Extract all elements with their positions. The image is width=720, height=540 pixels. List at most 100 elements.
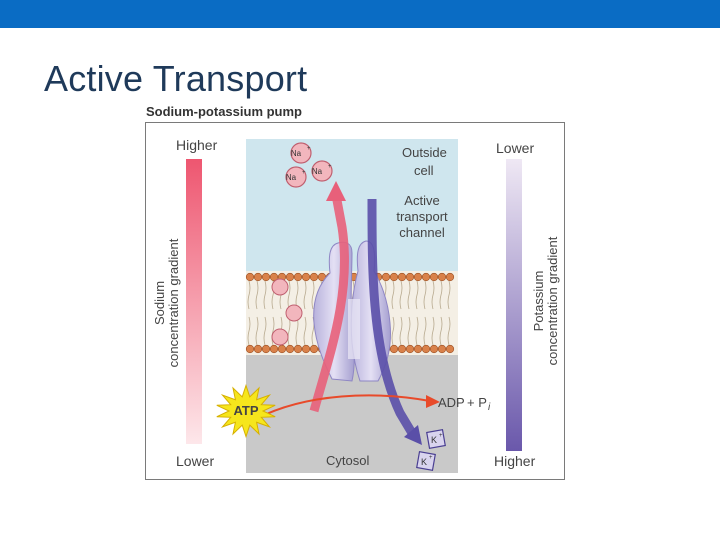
lipid-head xyxy=(245,272,255,282)
lipid-tail xyxy=(415,316,419,346)
lipid-head xyxy=(389,344,399,354)
lipid-head xyxy=(269,272,279,282)
lipid-head xyxy=(245,344,255,354)
sodium-ion: Na + xyxy=(290,142,312,164)
potassium-label-line2: concentration gradient xyxy=(545,236,560,365)
lipid-tail xyxy=(255,316,259,346)
sodium-scale-top: Higher xyxy=(176,137,218,153)
lipid-tail xyxy=(287,316,291,346)
lipid-tail xyxy=(295,316,299,346)
atp-label: ATP xyxy=(233,403,258,418)
lipid-head xyxy=(405,344,415,354)
channel-label-line3: channel xyxy=(399,225,445,240)
sodium-flow-arrow xyxy=(309,194,349,413)
lipid-tail xyxy=(271,316,275,346)
lipid-tail xyxy=(423,316,427,346)
lipid-tail xyxy=(423,280,427,310)
lipid-head xyxy=(261,272,271,282)
potassium-ion: K + xyxy=(426,429,446,449)
sodium-ion xyxy=(271,278,289,296)
lipid-tail xyxy=(303,316,307,346)
phosphate-subscript: i xyxy=(488,402,491,413)
lipid-tail xyxy=(399,316,403,346)
potassium-scale-top: Lower xyxy=(496,140,534,156)
sodium-ion-symbol: Na xyxy=(286,173,297,182)
figure-caption: Sodium-potassium pump xyxy=(146,104,302,119)
lipid-tail xyxy=(247,280,251,310)
sodium-potassium-pump-figure: Higher Lower Sodium concentration gradie… xyxy=(145,122,565,480)
lipid-tail xyxy=(431,280,435,310)
sodium-ion-charge: + xyxy=(302,170,306,176)
potassium-ion-symbol: K xyxy=(421,457,427,467)
sodium-ion: Na + xyxy=(285,166,307,188)
sodium-scale-bottom: Lower xyxy=(176,453,214,469)
lipid-head xyxy=(421,272,431,282)
lipid-head xyxy=(285,344,295,354)
lipid-tail xyxy=(391,280,395,310)
potassium-ion: K + xyxy=(416,451,436,471)
lipid-tail xyxy=(439,280,443,310)
lipid-head xyxy=(437,272,447,282)
sodium-arrow-head xyxy=(326,181,346,201)
atp-hydrolysis-arrow xyxy=(255,394,431,420)
lipid-tail xyxy=(447,280,451,310)
potassium-flow-arrow xyxy=(367,198,416,436)
top-accent-bar xyxy=(0,0,720,28)
lipid-tail xyxy=(311,280,315,310)
lipid-head xyxy=(413,272,423,282)
lipid-head xyxy=(293,272,303,282)
lipid-tail xyxy=(263,280,267,310)
outside-cell-label-line1: Outside xyxy=(402,145,447,160)
lipid-tail xyxy=(263,316,267,346)
outside-cell-label-line2: cell xyxy=(414,163,434,178)
lipid-head xyxy=(389,272,399,282)
sodium-gradient-label: Sodium concentration gradient xyxy=(152,238,181,367)
cytosol-label: Cytosol xyxy=(326,453,369,468)
potassium-gradient-label: Potassium concentration gradient xyxy=(531,236,560,365)
potassium-ion-symbol: K xyxy=(431,435,437,445)
lipid-head xyxy=(269,344,279,354)
lipid-head xyxy=(397,344,407,354)
lipid-tail xyxy=(407,316,411,346)
atp-starburst xyxy=(216,383,276,439)
lipid-tail xyxy=(407,280,411,310)
sodium-ion-charge: + xyxy=(328,164,332,170)
channel-label-line1: Active xyxy=(404,193,439,208)
lipid-head xyxy=(309,272,319,282)
sodium-ion xyxy=(271,328,289,346)
lipid-head xyxy=(285,272,295,282)
lipid-tail xyxy=(255,280,259,310)
lipid-head xyxy=(277,344,287,354)
lipid-tail xyxy=(391,316,395,346)
lipid-head xyxy=(309,344,319,354)
lipid-head xyxy=(381,272,391,282)
potassium-arrow-head xyxy=(404,425,422,445)
lipid-tail xyxy=(439,316,443,346)
lipid-head xyxy=(397,272,407,282)
lipid-head xyxy=(413,344,423,354)
lipid-tail xyxy=(399,280,403,310)
lipid-head xyxy=(301,344,311,354)
potassium-gradient-bar xyxy=(506,159,522,451)
lipid-tail xyxy=(447,316,451,346)
lipid-head xyxy=(429,272,439,282)
potassium-ion-charge: + xyxy=(439,433,443,439)
sodium-label-line1: Sodium xyxy=(152,281,167,325)
sodium-ion-charge: + xyxy=(307,146,311,152)
lipid-head xyxy=(253,344,263,354)
sodium-ion-symbol: Na xyxy=(312,167,323,176)
sodium-ion: Na + xyxy=(311,160,333,182)
potassium-label-line1: Potassium xyxy=(531,271,546,332)
lipid-head xyxy=(405,272,415,282)
adp-label: ADP xyxy=(438,395,465,410)
lipid-head xyxy=(445,344,455,354)
sodium-label-line2: concentration gradient xyxy=(166,238,181,367)
potassium-ion-charge: + xyxy=(429,455,433,461)
lipid-head xyxy=(421,344,431,354)
sodium-ion-symbol: Na xyxy=(291,149,302,158)
sodium-gradient-bar xyxy=(186,159,202,444)
sodium-ion xyxy=(285,304,303,322)
lipid-tail xyxy=(287,280,291,310)
lipid-head xyxy=(445,272,455,282)
slide-title: Active Transport xyxy=(44,58,308,99)
